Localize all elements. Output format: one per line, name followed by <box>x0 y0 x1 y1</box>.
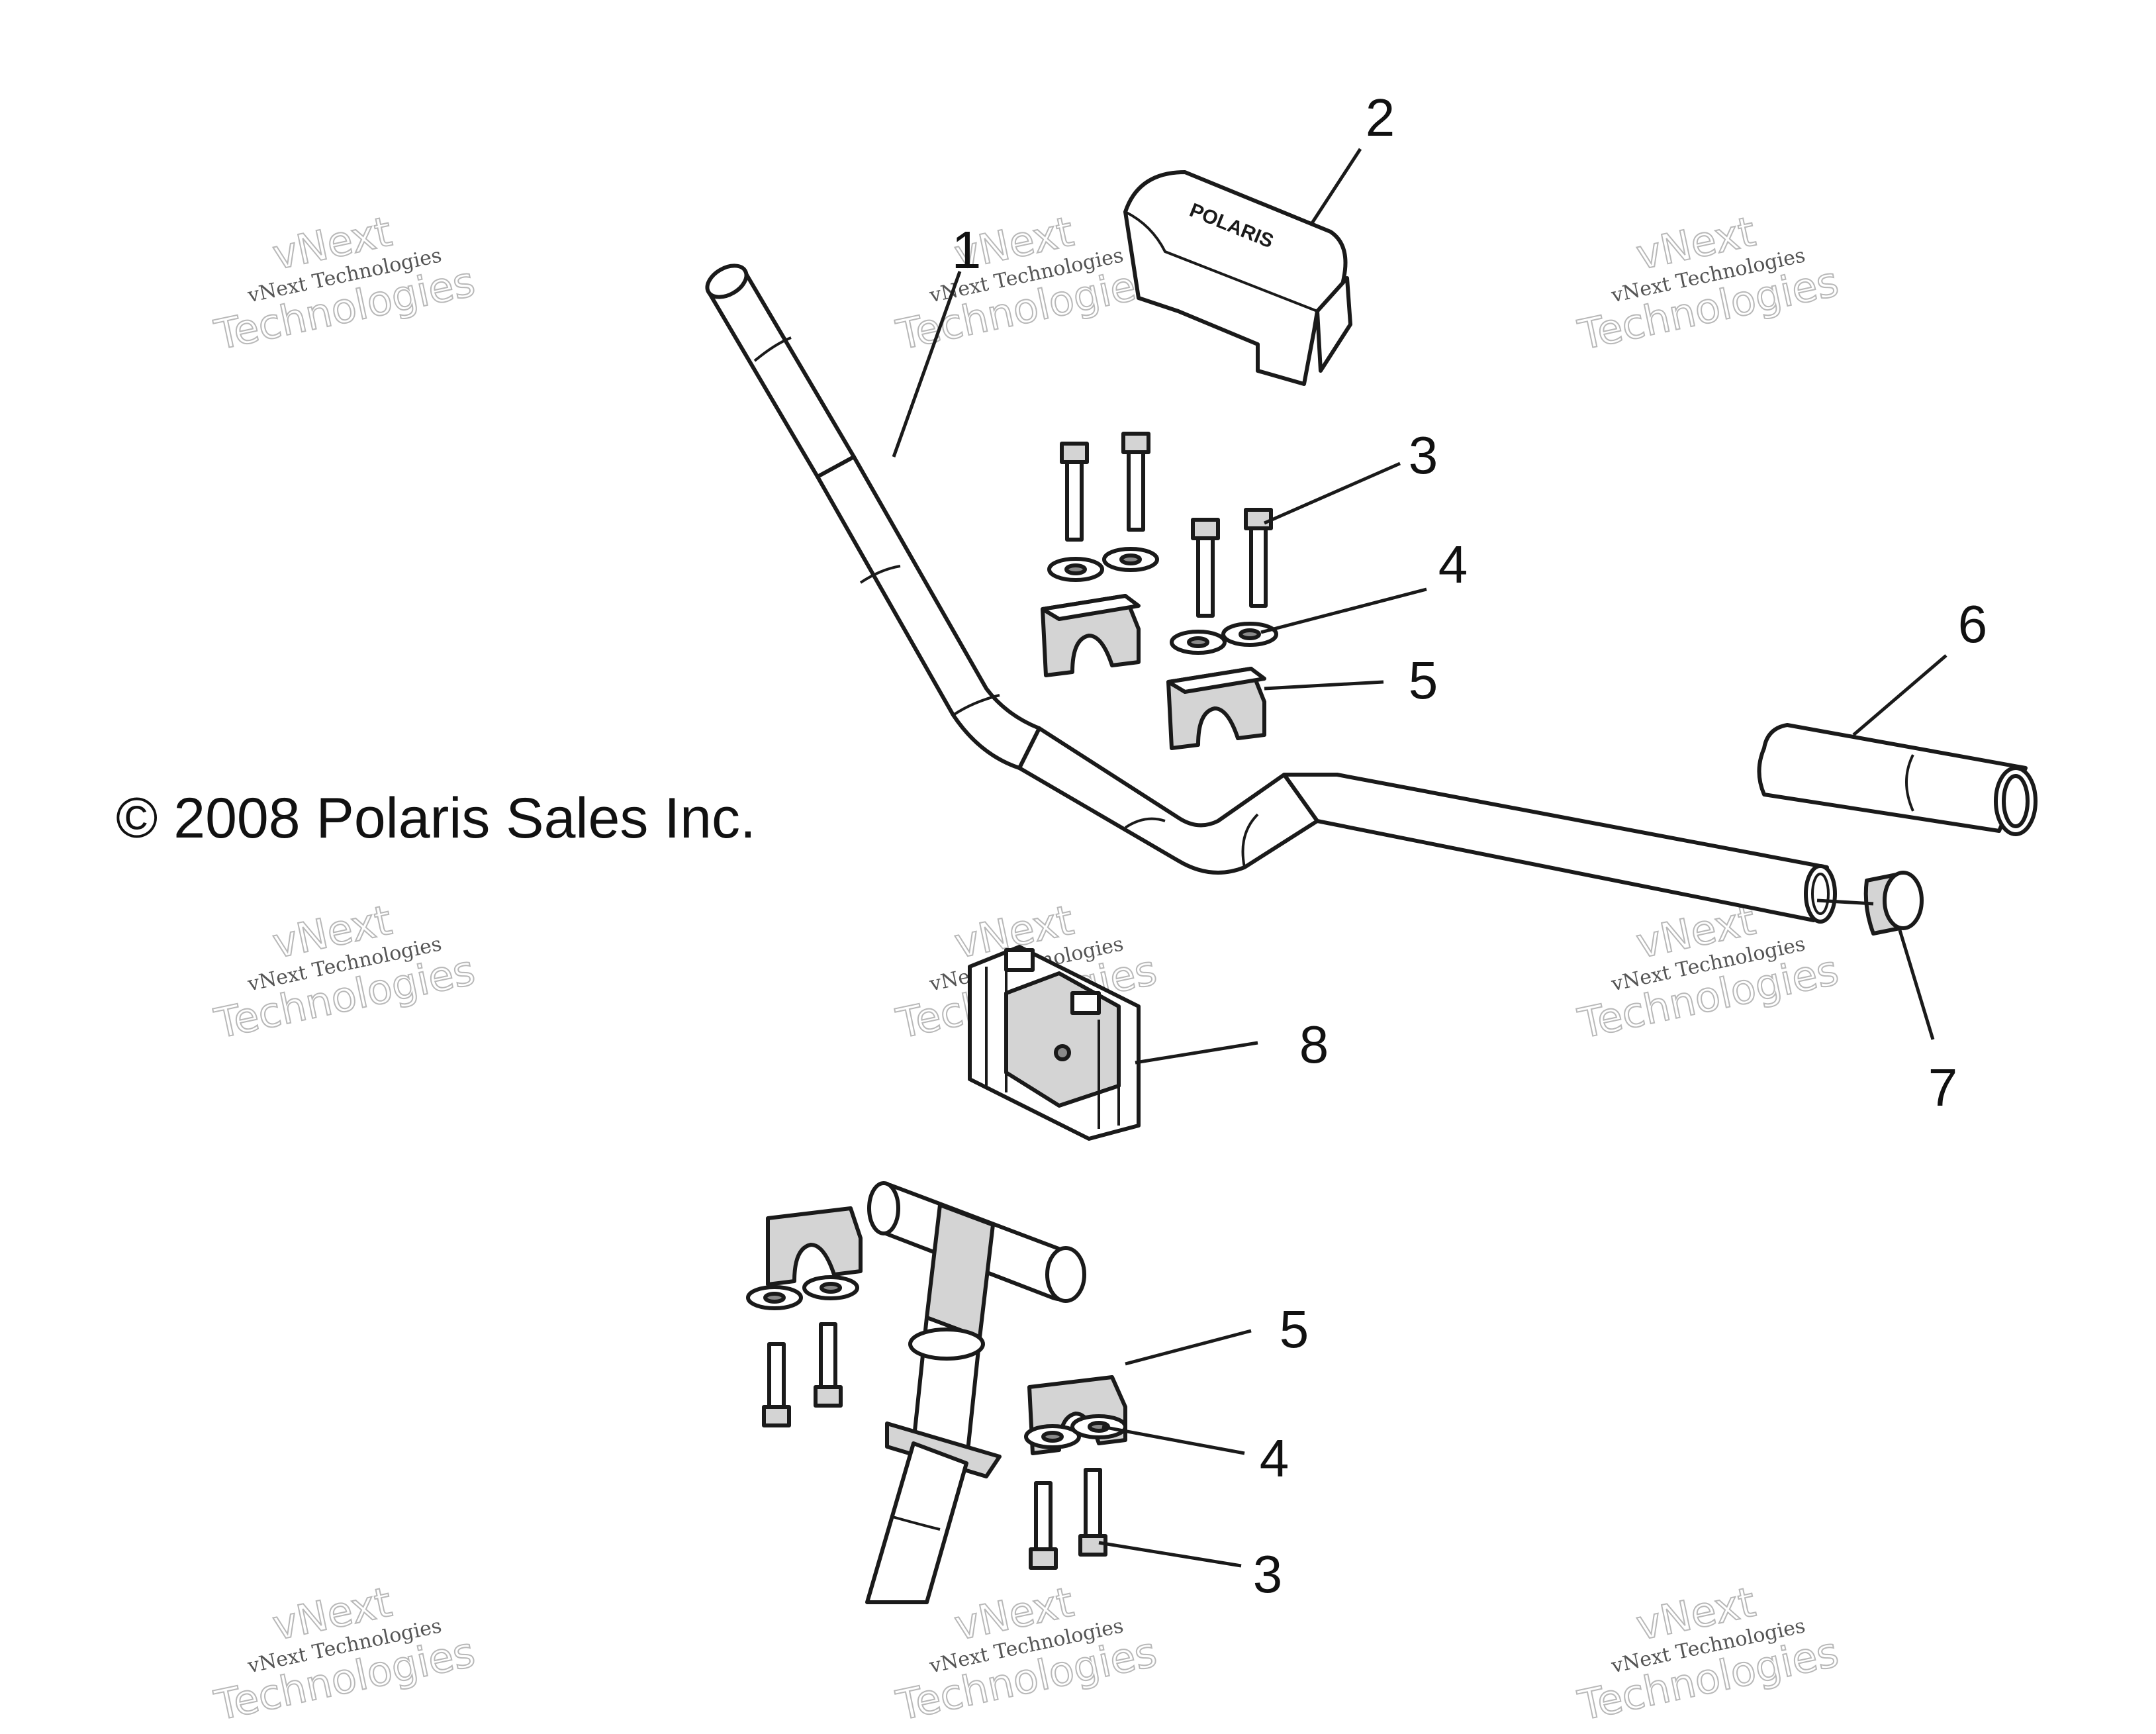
watermark-mid-left: vNext vNext Technologies Technologies <box>210 895 480 1049</box>
callout-5-lower: 5 <box>1280 1300 1309 1359</box>
callout-8: 8 <box>1299 1015 1329 1074</box>
callout-6: 6 <box>1958 595 1988 653</box>
callout-7: 7 <box>1928 1058 1958 1117</box>
lower-right-bolts <box>1029 1468 1107 1570</box>
lower-left-clamp <box>766 1206 863 1286</box>
leader-lines <box>892 148 1947 1568</box>
callout-2: 2 <box>1366 88 1395 147</box>
watermark-bottom-left: vNext vNext Technologies Technologies <box>210 1577 480 1731</box>
watermark-top-right: vNext vNext Technologies Technologies <box>1573 207 1844 360</box>
watermark-top-center: vNext vNext Technologies Technologies <box>892 207 1162 360</box>
callout-3-upper: 3 <box>1409 426 1438 485</box>
watermark-bottom-right: vNext vNext Technologies Technologies <box>1573 1577 1844 1731</box>
callout-3-lower: 3 <box>1253 1545 1283 1604</box>
steering-post <box>865 1181 1086 1604</box>
upper-bolts <box>1060 432 1273 618</box>
lower-left-bolts <box>762 1322 843 1427</box>
watermark-top-left: vNext vNext Technologies Technologies <box>210 207 480 360</box>
callout-1: 1 <box>952 220 982 279</box>
grip <box>1757 723 2038 836</box>
copyright-text: © 2008 Polaris Sales Inc. <box>116 787 756 850</box>
end-plug <box>1863 871 1924 936</box>
upper-washers <box>1047 547 1278 655</box>
callout-4-lower: 4 <box>1260 1429 1289 1488</box>
handlebar <box>705 264 1837 924</box>
lower-right-washers <box>1024 1414 1127 1449</box>
lower-left-washers <box>746 1275 859 1310</box>
callout-4-upper: 4 <box>1438 535 1468 594</box>
riser-block <box>968 945 1141 1141</box>
callout-5-upper: 5 <box>1409 651 1438 710</box>
upper-clamps <box>1041 594 1266 750</box>
bar-pad: POLARIS <box>1123 170 1352 386</box>
